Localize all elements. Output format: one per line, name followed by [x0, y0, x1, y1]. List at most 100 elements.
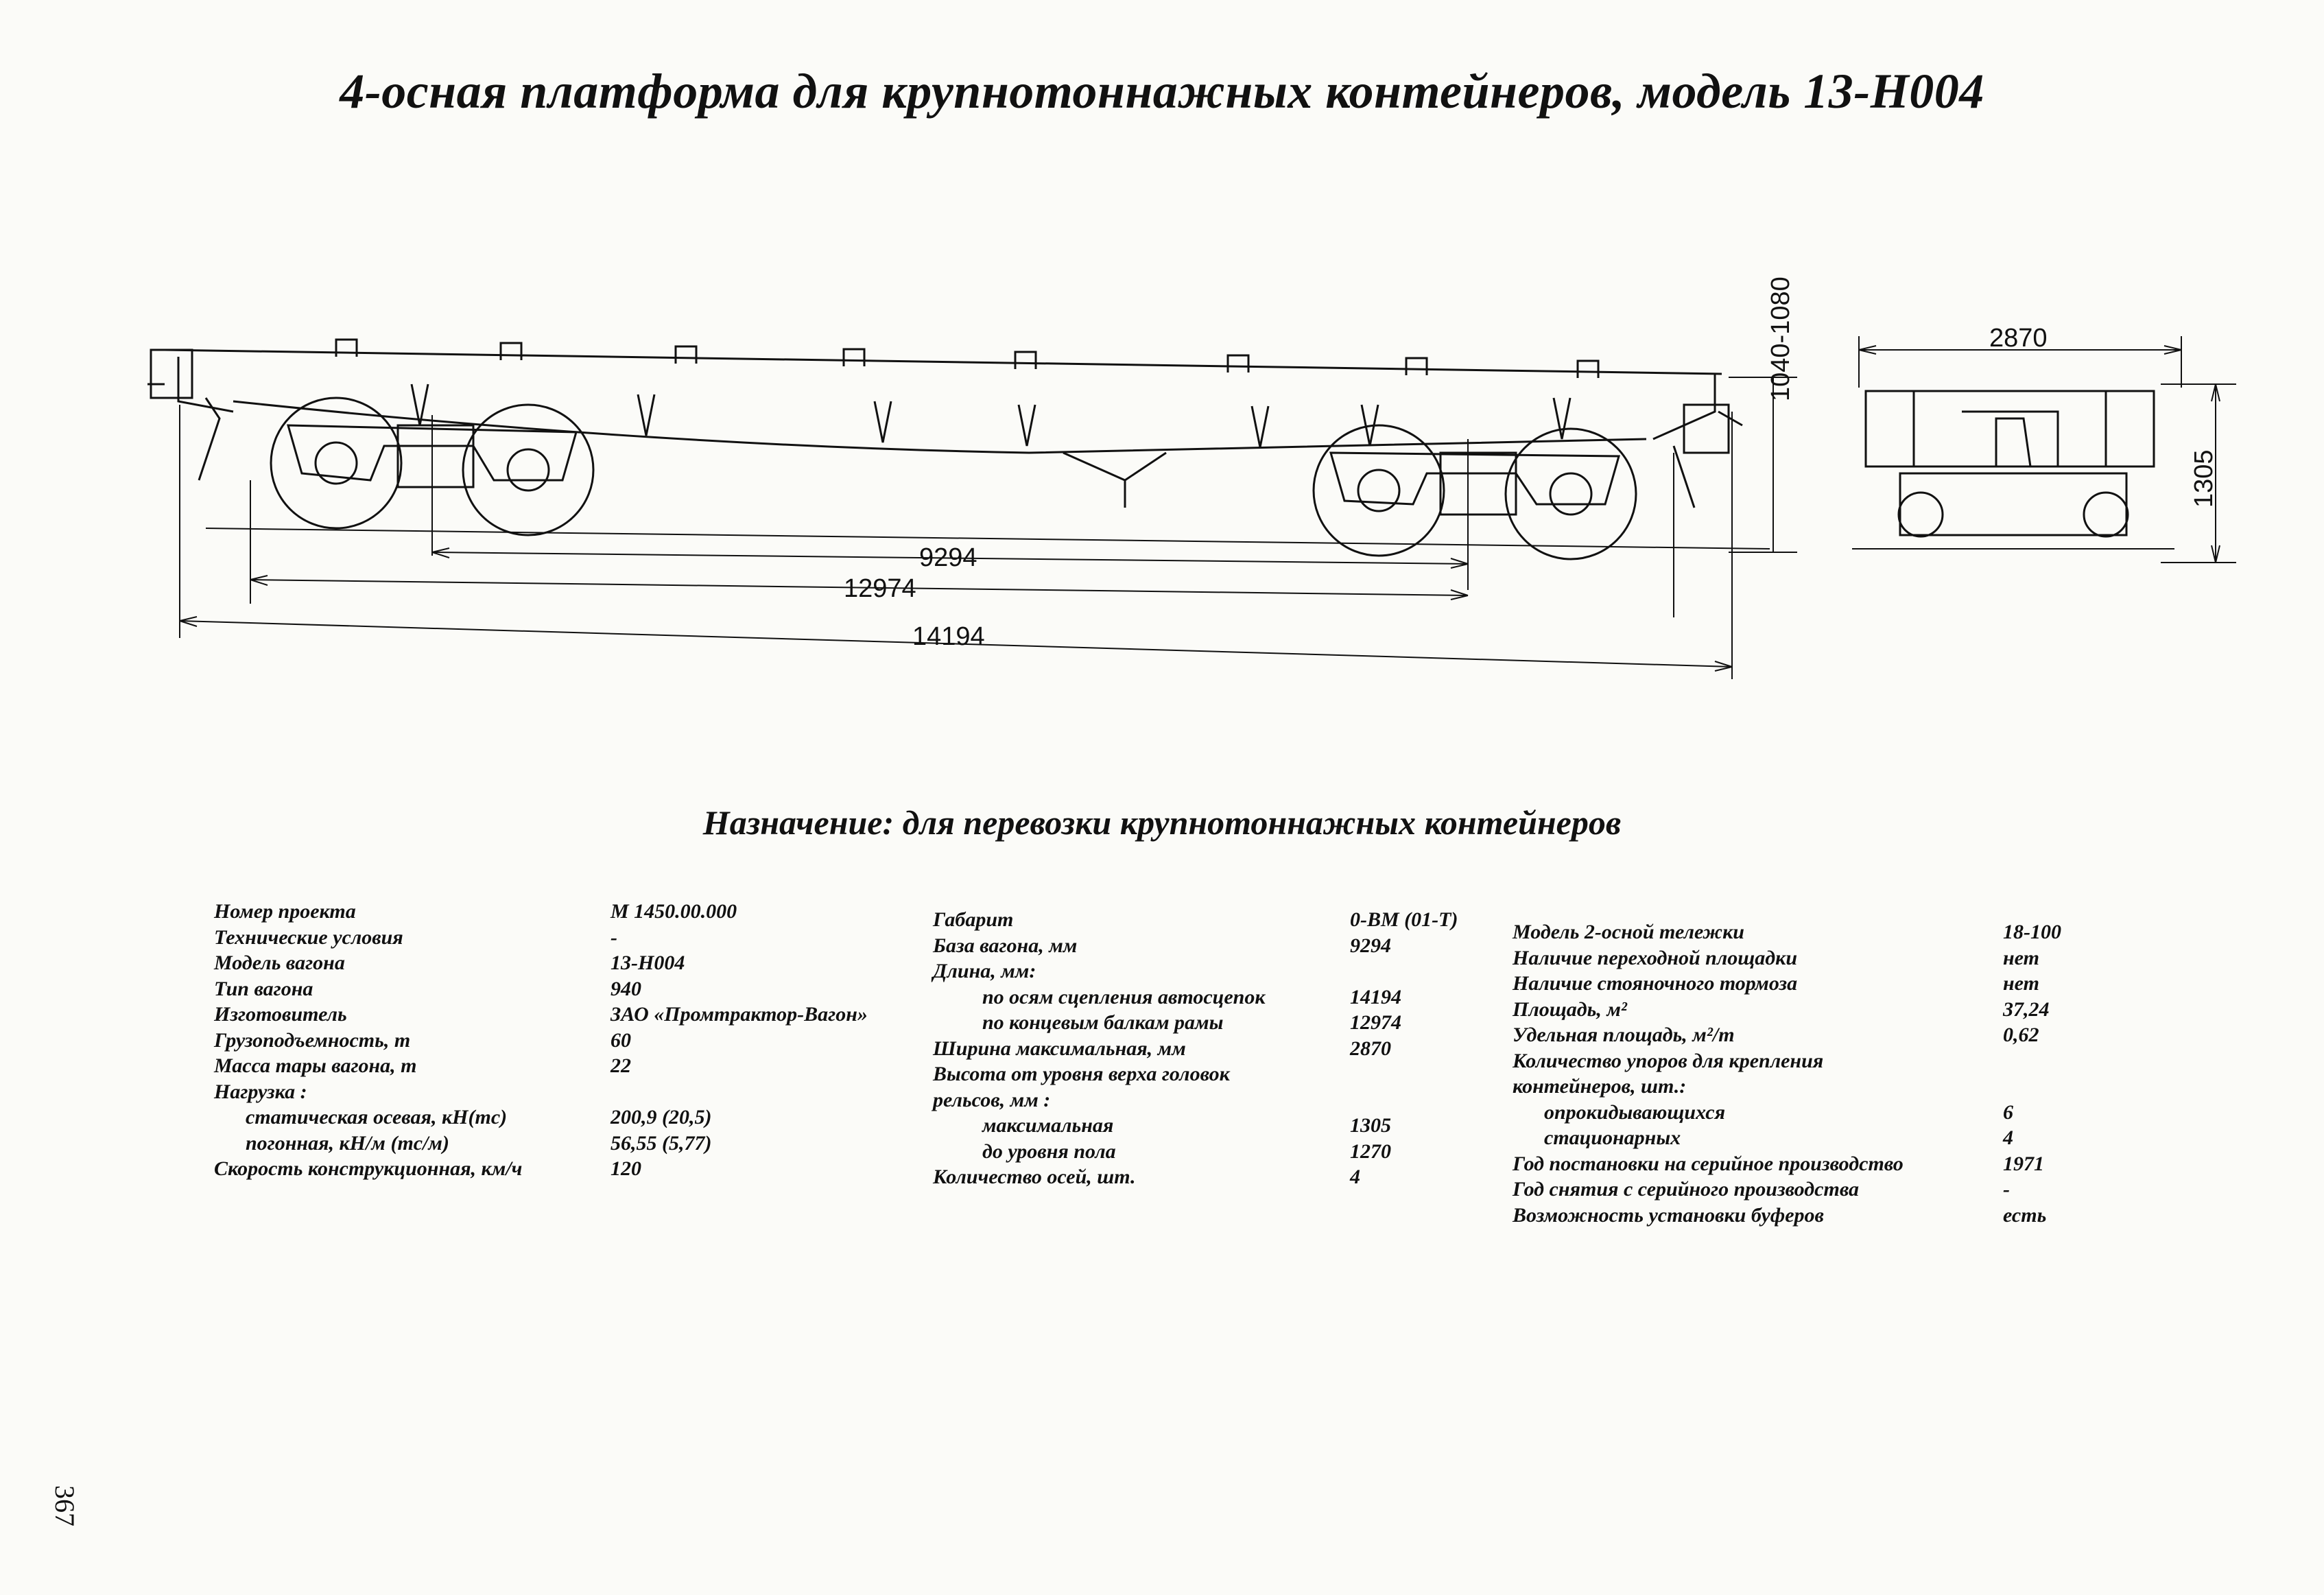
deck-bottom-line	[233, 400, 1647, 454]
spec-row: контейнеров, шт.:	[1513, 1074, 2089, 1100]
spec-row: Площадь, м² 37,24	[1513, 997, 2089, 1023]
spec-label: Модель вагона	[214, 952, 345, 974]
rail-line	[205, 528, 1770, 550]
spec-row: опрокидывающихся 6	[1513, 1100, 2089, 1126]
spec-value: 18-100	[2003, 921, 2061, 943]
spec-row: Наличие переходной площадки нет	[1513, 945, 2089, 971]
spec-label: по осям сцепления автосцепок	[982, 985, 1266, 1008]
dim-coupler-label: 14194	[912, 622, 985, 651]
spec-value: нет	[2003, 946, 2039, 969]
spec-label: Ширина максимальная, мм	[933, 1037, 1186, 1060]
dim-line-frame	[250, 579, 1469, 596]
spec-value: 6	[2003, 1100, 2013, 1124]
spec-row: Возможность установки буферов есть	[1513, 1203, 2089, 1229]
right-coupler	[1683, 403, 1730, 454]
spec-row: по осям сцепления автосцепок 14194	[933, 984, 1495, 1011]
spec-row: Год снятия с серийного производства-	[1513, 1177, 2089, 1203]
spec-row: погонная, кН/м (тс/м) 56,55 (5,77)	[214, 1131, 907, 1157]
spec-label: Год постановки на серийное производство	[1513, 1152, 1904, 1175]
spec-label: погонная, кН/м (тс/м)	[246, 1131, 449, 1155]
spec-row: Изготовитель ЗАО «Промтрактор-Вагон»	[214, 1002, 907, 1028]
spec-value: 940	[610, 977, 641, 1000]
spec-value: 0-ВМ (01-Т)	[1350, 908, 1458, 931]
spec-value: М 1450.00.000	[610, 900, 737, 923]
spec-row: Наличие стояночного тормоза нет	[1513, 971, 2089, 997]
page-title: 4-осная платформа для крупнотоннажных ко…	[340, 64, 1984, 119]
dim-frame-label: 12974	[844, 574, 916, 603]
spec-value: 22	[610, 1054, 631, 1077]
spec-label: Площадь, м²	[1513, 997, 1627, 1021]
spec-value: 60	[610, 1028, 631, 1052]
spec-label: Нагрузка :	[214, 1080, 307, 1103]
dim-base-label: 9294	[919, 543, 977, 572]
spec-label: рельсов, мм :	[933, 1088, 1051, 1111]
spec-column-left: Номер проекта М 1450.00.000 Технические у…	[214, 899, 907, 1182]
left-coupler	[150, 348, 193, 399]
spec-row: Технические условия-	[214, 925, 907, 951]
spec-label: Год снятия с серийного производства	[1513, 1178, 1860, 1201]
spec-label: контейнеров, шт.:	[1513, 1075, 1687, 1098]
right-bogie-frame	[1329, 451, 1620, 506]
spec-label: Грузоподъемность, т	[214, 1028, 411, 1052]
spec-value: 37,24	[2003, 997, 2050, 1021]
spec-label: по концевым балкам рамы	[982, 1011, 1224, 1034]
end-view-frame	[1864, 390, 2155, 468]
spec-value: 14194	[1350, 985, 1401, 1008]
spec-label: Изготовитель	[214, 1003, 347, 1026]
left-bogie-wheel-2	[462, 403, 595, 536]
spec-value: ЗАО «Промтрактор-Вагон»	[610, 1003, 868, 1026]
spec-value: нет	[2003, 972, 2039, 995]
spec-label: Габарит	[933, 908, 1014, 931]
spec-label: максимальная	[982, 1114, 1114, 1137]
spec-label: Скорость конструкционная, км/ч	[214, 1157, 523, 1180]
spec-row: статическая осевая, кН(тс) 200,9 (20,5)	[214, 1104, 907, 1131]
dim-line-base	[431, 552, 1469, 565]
dim-height-end-label: 1305	[2190, 449, 2218, 508]
spec-row: Габарит 0-ВМ (01-Т)	[933, 907, 1495, 933]
spec-label: Номер проекта	[214, 900, 356, 923]
spec-value: -	[610, 925, 617, 949]
deck-top-line	[164, 348, 1722, 375]
spec-label: Возможность установки буферов	[1513, 1203, 1824, 1227]
spec-column-right: Модель 2-осной тележки 18-100 Наличие пер…	[1513, 919, 2089, 1228]
spec-label: Тип вагона	[214, 977, 313, 1000]
spec-value: 0,62	[2003, 1024, 2039, 1046]
dim-line-coupler	[179, 620, 1733, 667]
spec-value: 2870	[1350, 1037, 1391, 1060]
spec-label: Наличие стояночного тормоза	[1513, 972, 1798, 995]
dim-width-label: 2870	[1989, 324, 2048, 353]
left-bogie-wheel-1	[270, 397, 403, 530]
spec-row: Длина, мм:	[933, 958, 1495, 984]
spec-row: Грузоподъемность, т 60	[214, 1028, 907, 1054]
dim-height-side-label: 1040-1080	[1766, 276, 1795, 401]
spec-value: 1305	[1350, 1114, 1391, 1137]
spec-value: 120	[610, 1157, 641, 1180]
spec-label: Количество упоров для крепления	[1513, 1049, 1824, 1072]
spec-label: Модель 2-осной тележки	[1513, 921, 1744, 943]
spec-value: 4	[2003, 1126, 2013, 1149]
spec-label: Удельная площадь, м²/т	[1513, 1024, 1735, 1046]
spec-label: опрокидывающихся	[1544, 1100, 1726, 1124]
spec-row: Количество осей, шт.4	[933, 1164, 1495, 1190]
spec-row: максимальная 1305	[933, 1113, 1495, 1139]
spec-value: 200,9 (20,5)	[610, 1106, 712, 1129]
spec-row: рельсов, мм :	[933, 1087, 1495, 1113]
spec-label: Масса тары вагона, т	[214, 1054, 417, 1077]
spec-row: Номер проекта М 1450.00.000	[214, 899, 907, 925]
spec-value: есть	[2003, 1203, 2047, 1227]
spec-label: Наличие переходной площадки	[1513, 946, 1798, 969]
spec-value: 56,55 (5,77)	[610, 1131, 712, 1155]
spec-row: Масса тары вагона, т 22	[214, 1053, 907, 1079]
spec-label: статическая осевая, кН(тс)	[246, 1106, 508, 1129]
spec-label: до уровня пола	[982, 1139, 1116, 1163]
spec-label: База вагона, мм	[933, 934, 1078, 957]
page-number: 367	[49, 1485, 80, 1526]
right-bogie-wheel-1	[1312, 424, 1445, 557]
